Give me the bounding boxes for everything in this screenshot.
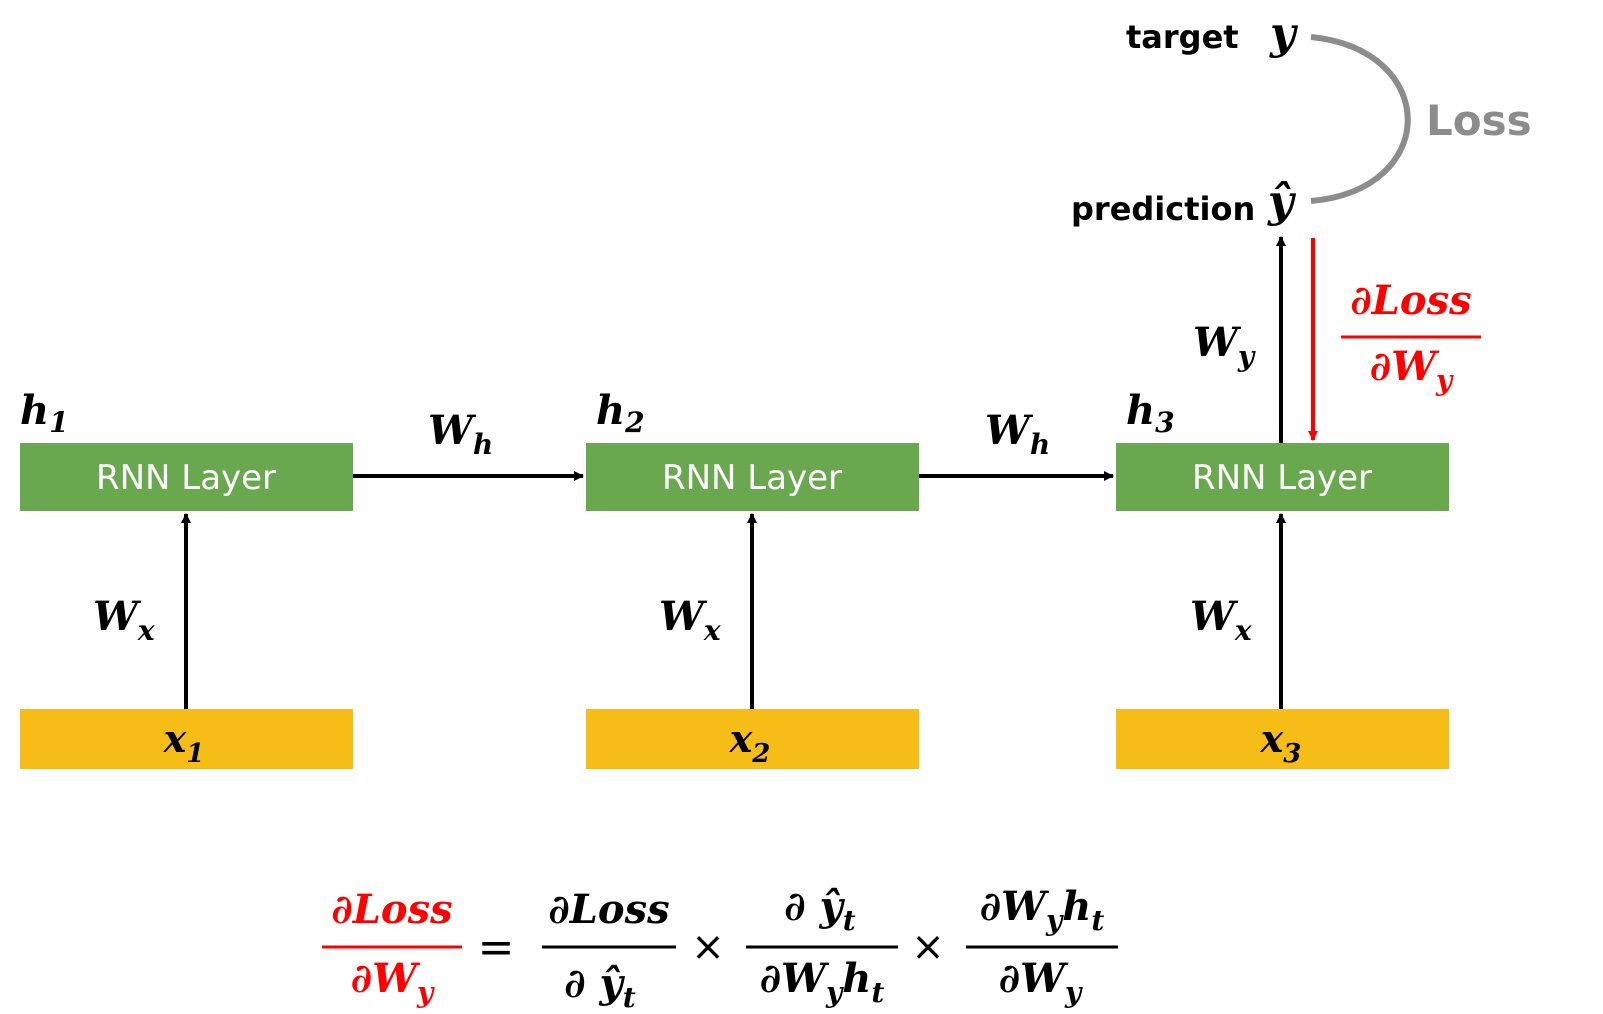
input-label-1: x1 <box>163 716 205 769</box>
rnn-layer-1-label: RNN Layer <box>96 458 276 498</box>
rnn-layer-2-label: RNN Layer <box>662 458 842 498</box>
input-box-3: x3 <box>1116 709 1449 769</box>
wh-label-2: Wh <box>985 407 1050 461</box>
loss-label: Loss <box>1426 96 1532 145</box>
input-box-1: x1 <box>20 709 353 769</box>
chain-rule-equation: ∂Loss ∂Wy = ∂Loss ∂ ŷt × ∂ ŷt ∂Wyht × ∂W… <box>322 883 1118 1014</box>
eq-term2-denominator: ∂Wyht <box>760 955 885 1009</box>
rnn-layer-1: RNN Layer <box>20 443 353 511</box>
rnn-layer-3-label: RNN Layer <box>1192 458 1372 498</box>
target-label: target <box>1126 18 1239 56</box>
input-box-2: x2 <box>586 709 919 769</box>
input-label-2: x2 <box>729 716 771 769</box>
eq-equals: = <box>478 922 515 973</box>
rnn-layer-2: RNN Layer <box>586 443 919 511</box>
eq-term1-denominator: ∂ ŷt <box>564 960 636 1014</box>
wx-label-3: Wx <box>1190 593 1252 647</box>
prediction-label: prediction <box>1071 190 1255 228</box>
hidden-label-3: h3 <box>1126 387 1175 439</box>
eq-times-2: × <box>911 924 945 970</box>
prediction-var: ŷ <box>1267 176 1297 227</box>
gradient-numerator: ∂Loss <box>1350 277 1471 324</box>
eq-times-1: × <box>691 924 725 970</box>
eq-term3-numerator: ∂Wyht <box>980 883 1105 937</box>
rnn-layer-3: RNN Layer <box>1116 443 1449 511</box>
wx-label-1: Wx <box>93 593 155 647</box>
wh-label-1: Wh <box>428 407 493 461</box>
hidden-label-2: h2 <box>596 387 645 439</box>
eq-lhs-denominator: ∂Wy <box>351 955 435 1009</box>
target-var: y <box>1269 8 1299 59</box>
gradient-fraction: ∂Loss ∂Wy <box>1341 277 1481 397</box>
gradient-denominator: ∂Wy <box>1370 343 1454 397</box>
loss-arc <box>1310 34 1411 204</box>
hidden-label-1: h1 <box>20 387 69 439</box>
eq-term3-denominator: ∂Wy <box>999 955 1083 1009</box>
wx-label-2: Wx <box>659 593 721 647</box>
eq-lhs-numerator: ∂Loss <box>331 886 452 933</box>
eq-term1-numerator: ∂Loss <box>548 886 669 933</box>
input-label-3: x3 <box>1260 716 1302 769</box>
wy-label: Wy <box>1193 319 1256 373</box>
eq-term2-numerator: ∂ ŷt <box>784 883 856 937</box>
